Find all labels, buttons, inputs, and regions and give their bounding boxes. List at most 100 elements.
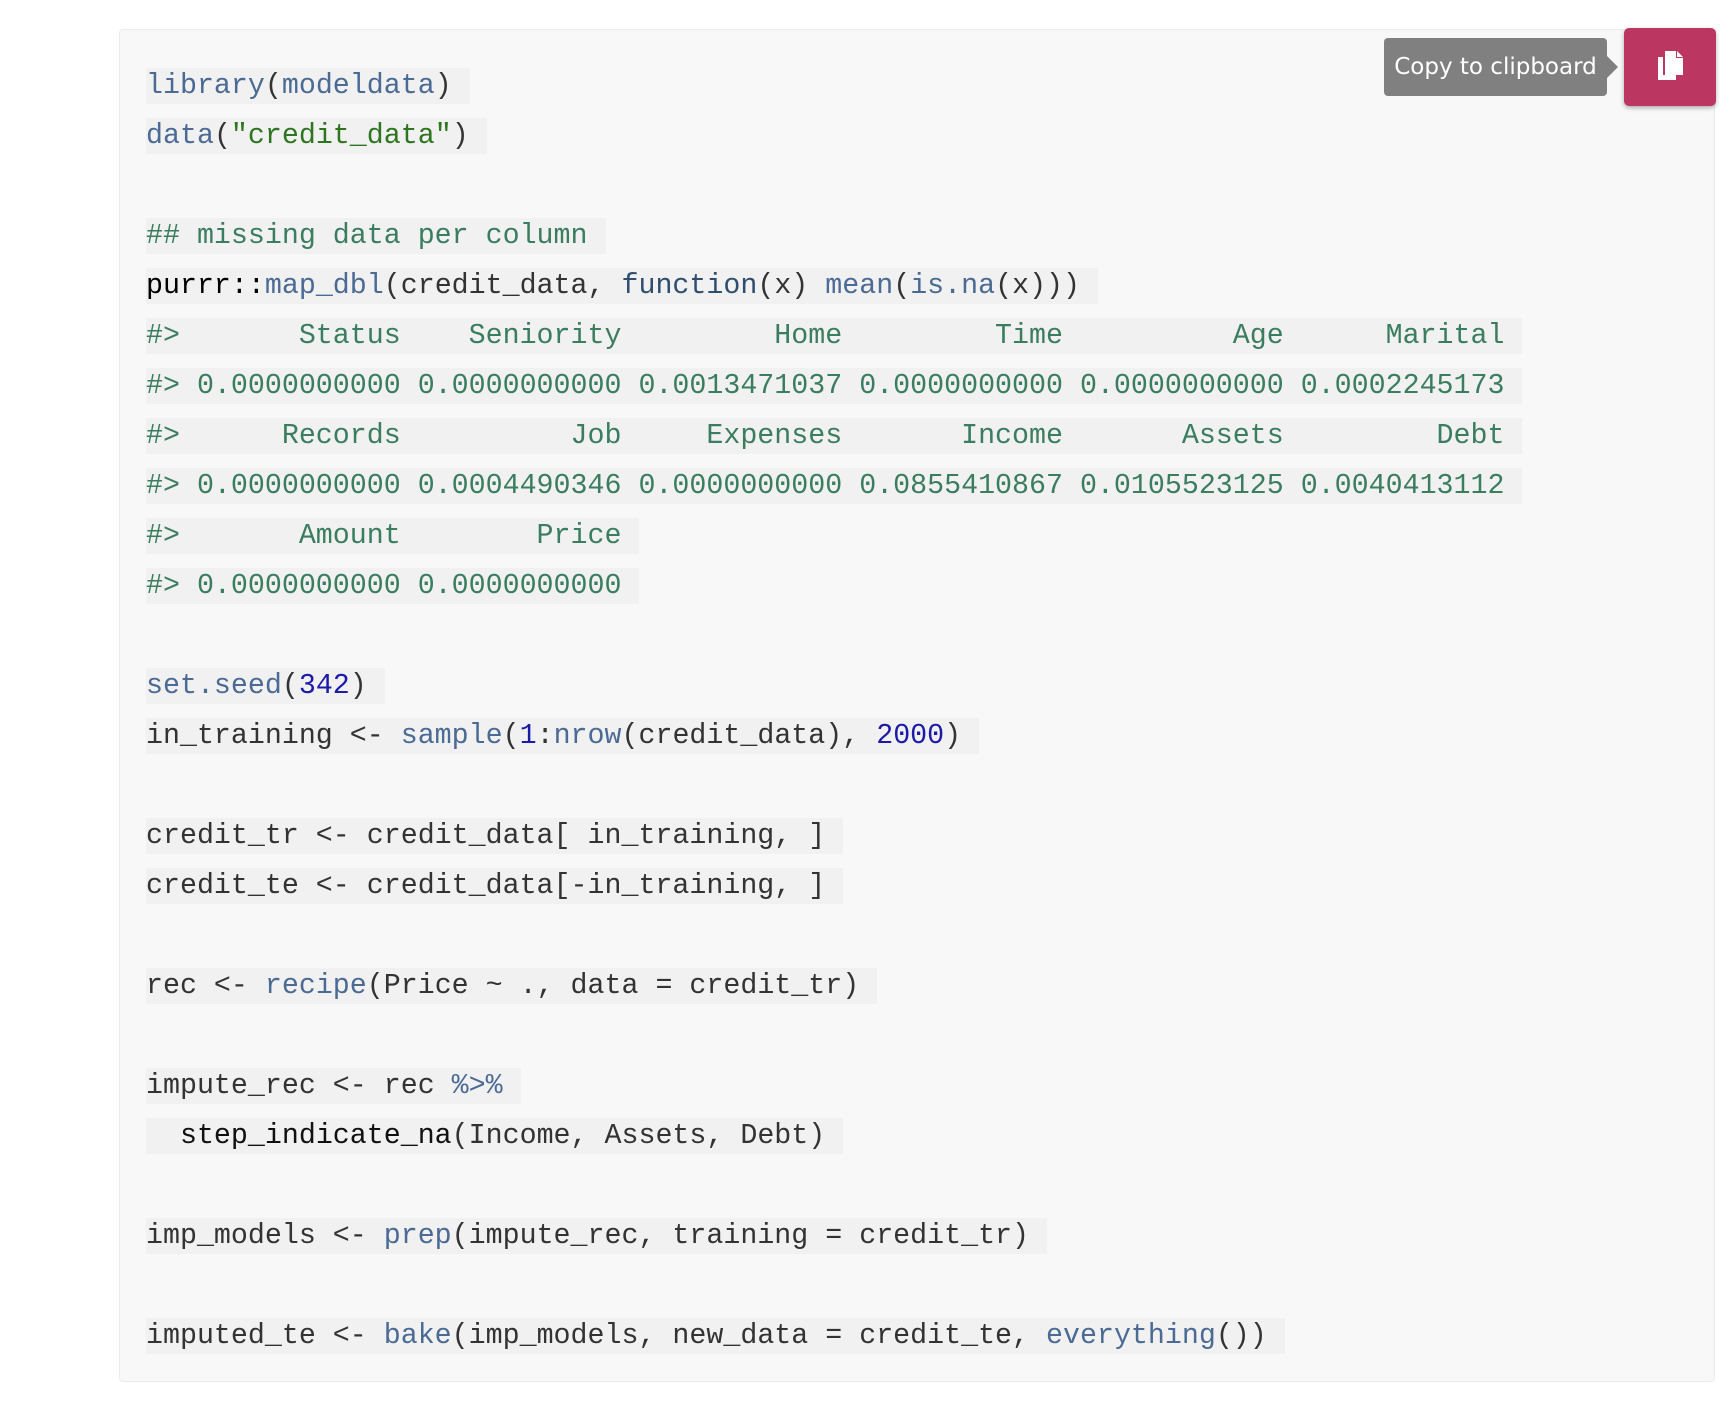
code-token: prep — [383, 1220, 452, 1252]
code-line-highlight — [146, 768, 181, 804]
code-line: set.seed(342) — [146, 661, 1522, 711]
code-token — [146, 1120, 180, 1152]
code-line-highlight: in_training <- sample(1:nrow(credit_data… — [146, 718, 980, 754]
code-token: credit_tr <- credit_data[ in_training, ] — [146, 820, 826, 852]
code-token: #> 0.0000000000 0.0000000000 0.001347103… — [146, 370, 1505, 402]
code-token: 342 — [298, 670, 350, 702]
code-token: imp_models <- — [146, 1220, 384, 1252]
code-line: credit_te <- credit_data[-in_training, ] — [146, 861, 1522, 911]
code-token: #> Status Seniority Home Time Age Marita… — [146, 320, 1505, 352]
code-token: ()) — [1215, 1320, 1267, 1352]
code-token: (imp_models, new_data = credit_te, — [451, 1320, 1047, 1352]
code-token: set.seed — [146, 670, 282, 702]
code-line-highlight: step_indicate_na(Income, Assets, Debt) — [146, 1118, 844, 1154]
code-token: map_dbl — [264, 270, 384, 302]
code-listing[interactable]: library(modeldata)data("credit_data") ##… — [146, 61, 1523, 1361]
code-line-blank — [146, 1161, 1522, 1211]
code-token: ( — [264, 70, 282, 102]
code-token: (Price ~ ., data = credit_tr) — [366, 970, 860, 1002]
code-line-highlight — [146, 618, 181, 654]
copy-to-clipboard-button[interactable] — [1624, 28, 1716, 106]
code-token: function — [621, 270, 758, 302]
code-line-highlight: rec <- recipe(Price ~ ., data = credit_t… — [146, 968, 878, 1004]
code-line: impute_rec <- rec %>% — [146, 1061, 1522, 1111]
code-token: in_training <- — [146, 720, 401, 752]
code-token: #> 0.0000000000 0.0000000000 — [146, 570, 622, 602]
code-line: data("credit_data") — [146, 111, 1522, 161]
code-token: credit_te <- credit_data[-in_training, ] — [146, 870, 826, 902]
code-token: ) — [944, 720, 962, 752]
code-line-highlight: ## missing data per column — [146, 218, 606, 254]
code-token: (x) — [757, 270, 826, 302]
code-token: impute_rec <- rec — [146, 1070, 452, 1102]
code-line: #> Amount Price — [146, 511, 1522, 561]
code-line: purrr::map_dbl(credit_data, function(x) … — [146, 261, 1522, 311]
code-token: : — [536, 720, 554, 752]
code-token: (credit_data, — [383, 270, 622, 302]
code-token: is.na — [910, 270, 996, 302]
code-token: imputed_te <- — [146, 1320, 384, 1352]
code-line-highlight: #> Status Seniority Home Time Age Marita… — [146, 318, 1523, 354]
code-token: ) — [349, 670, 367, 702]
code-line-highlight — [146, 1168, 181, 1204]
code-token: %>% — [451, 1070, 503, 1102]
code-token: ## missing data per column — [146, 220, 588, 252]
code-line: library(modeldata) — [146, 61, 1522, 111]
code-token: nrow — [553, 720, 622, 752]
code-line-highlight: #> 0.0000000000 0.0000000000 0.001347103… — [146, 368, 1523, 404]
code-line: imp_models <- prep(impute_rec, training … — [146, 1211, 1522, 1261]
code-line-highlight — [146, 168, 181, 204]
code-line-highlight: imputed_te <- bake(imp_models, new_data … — [146, 1318, 1285, 1354]
code-token: library — [146, 70, 265, 102]
code-line: in_training <- sample(1:nrow(credit_data… — [146, 711, 1522, 761]
code-token: 2000 — [876, 720, 945, 752]
code-token: ( — [213, 120, 231, 152]
code-line: #> 0.0000000000 0.0000000000 0.001347103… — [146, 361, 1523, 411]
code-line: credit_tr <- credit_data[ in_training, ] — [146, 811, 1522, 861]
code-line: #> 0.0000000000 0.0000000000 — [146, 561, 1522, 611]
code-line: rec <- recipe(Price ~ ., data = credit_t… — [146, 961, 1522, 1011]
code-token: ( — [893, 270, 911, 302]
code-line-highlight: library(modeldata) — [146, 68, 470, 104]
code-token: #> 0.0000000000 0.0004490346 0.000000000… — [146, 470, 1505, 502]
code-line-highlight: credit_tr <- credit_data[ in_training, ] — [146, 818, 844, 854]
code-token: bake — [383, 1320, 452, 1352]
code-token: (impute_rec, training = credit_tr) — [451, 1220, 1030, 1252]
code-token: (Income, Assets, Debt) — [451, 1120, 826, 1152]
code-line-blank — [146, 1011, 1522, 1061]
code-line-blank — [146, 161, 1522, 211]
code-line-highlight — [146, 1018, 181, 1054]
copy-tooltip: Copy to clipboard — [1384, 38, 1618, 96]
copy-tooltip-text: Copy to clipboard — [1394, 54, 1597, 80]
code-line: step_indicate_na(Income, Assets, Debt) — [146, 1111, 1522, 1161]
code-token: ( — [502, 720, 520, 752]
code-line-highlight: #> 0.0000000000 0.0000000000 — [146, 568, 640, 604]
code-token: ( — [281, 670, 299, 702]
code-token: purrr:: — [146, 270, 265, 302]
code-token: sample — [400, 720, 503, 752]
code-token: step_indicate_na — [179, 1120, 452, 1152]
code-token: #> Records Job Expenses Income Assets De… — [146, 420, 1505, 452]
code-line-highlight: credit_te <- credit_data[-in_training, ] — [146, 868, 844, 904]
code-token: data — [146, 120, 214, 152]
code-line-highlight: imp_models <- prep(impute_rec, training … — [146, 1218, 1048, 1254]
code-token: mean — [825, 270, 894, 302]
code-line: #> 0.0000000000 0.0004490346 0.000000000… — [146, 461, 1523, 511]
code-block: library(modeldata)data("credit_data") ##… — [119, 29, 1715, 1382]
code-line-highlight: impute_rec <- rec %>% — [146, 1068, 521, 1104]
code-line: #> Status Seniority Home Time Age Marita… — [146, 311, 1523, 361]
code-token: ) — [451, 120, 469, 152]
code-line-highlight — [146, 1268, 181, 1304]
code-line-highlight: purrr::map_dbl(credit_data, function(x) … — [146, 268, 1099, 304]
code-token: recipe — [264, 970, 367, 1002]
clipboard-copy-icon — [1656, 49, 1684, 86]
code-line-blank — [146, 911, 1522, 961]
code-line-blank — [146, 761, 1522, 811]
code-token: 1 — [519, 720, 537, 752]
code-line-blank — [146, 1261, 1522, 1311]
code-line: imputed_te <- bake(imp_models, new_data … — [146, 1311, 1522, 1361]
code-token: (credit_data), — [621, 720, 877, 752]
code-token: rec <- — [146, 970, 265, 1002]
code-token: modeldata — [281, 70, 435, 102]
code-token: #> Amount Price — [146, 520, 622, 552]
